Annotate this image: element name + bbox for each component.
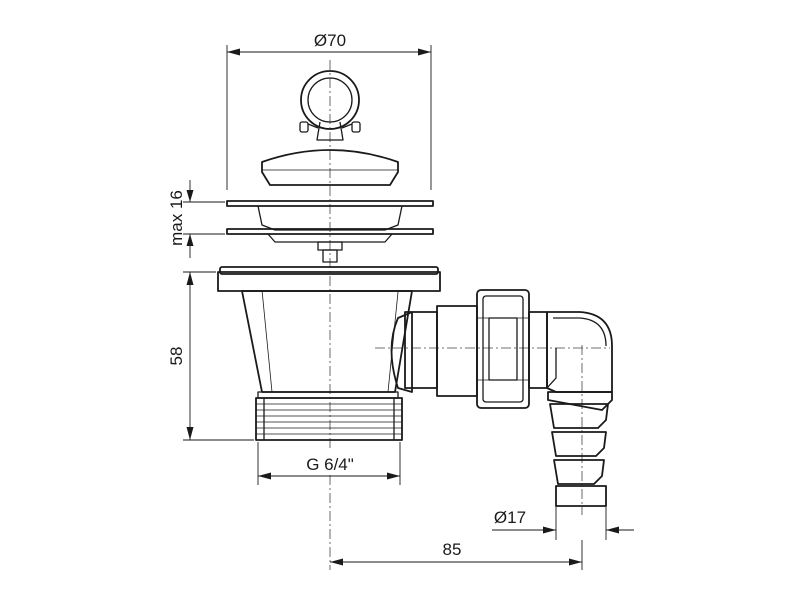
dimension-body-height: 58	[167, 271, 254, 441]
elbow-fitting	[528, 311, 613, 393]
thread-section	[255, 397, 403, 441]
dimension-max-height: max 16	[167, 180, 225, 258]
side-outlet	[390, 305, 478, 397]
union-nut	[476, 289, 530, 409]
dimension-hose-diameter: Ø17	[492, 506, 634, 540]
max-height-label: max 16	[167, 190, 186, 246]
top-diameter-label: Ø70	[314, 31, 346, 50]
outlet-offset-label: 85	[443, 540, 462, 559]
sink-flange	[226, 200, 434, 263]
stopper-ring	[299, 70, 361, 141]
dimension-thread: G 6/4"	[257, 442, 401, 485]
stopper-cap	[261, 149, 399, 186]
hose-diameter-label: Ø17	[494, 508, 526, 527]
centerlines	[329, 60, 610, 570]
thread-label: G 6/4"	[306, 455, 354, 474]
dimension-top-diameter: Ø70	[226, 31, 432, 190]
drain-body	[217, 266, 441, 399]
hose-tail	[547, 391, 613, 507]
dimension-outlet-offset: 85	[330, 540, 583, 570]
body-height-label: 58	[167, 347, 186, 366]
